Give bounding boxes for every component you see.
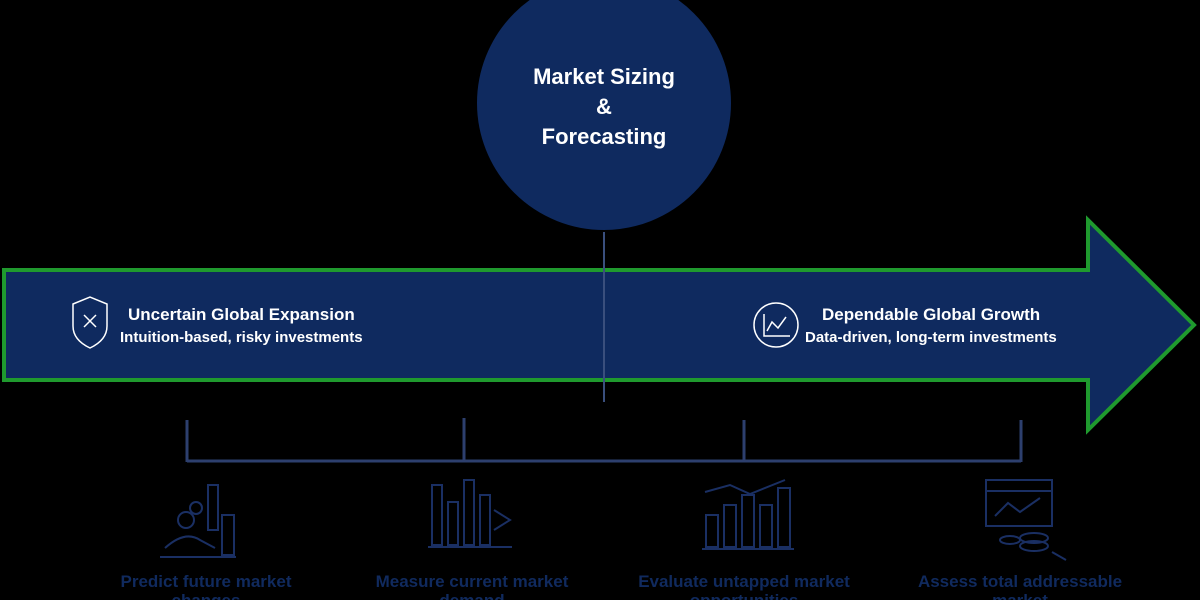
shield-x-icon: [72, 296, 108, 349]
timeline-arrow: [2, 215, 1197, 435]
right-stage-subtitle: Data-driven, long-term investments: [805, 329, 1057, 346]
hub-title-line2: &: [596, 94, 612, 119]
outcome-label-assess: Assess total addressable market: [917, 572, 1123, 600]
coins-dashboard-icon: [985, 479, 1067, 561]
outcome-label-evaluate: Evaluate untapped market opportunities: [638, 572, 850, 600]
hub-title-line3: Forecasting: [542, 124, 667, 149]
left-stage-title: Uncertain Global Expansion: [128, 305, 355, 324]
outcome-label-measure: Measure current market demand: [375, 572, 569, 600]
left-stage-subtitle: Intuition-based, risky investments: [120, 329, 363, 346]
bar-chart-icon: [428, 479, 512, 548]
right-stage-title: Dependable Global Growth: [822, 305, 1040, 324]
hub-title-line1: Market Sizing: [533, 64, 675, 89]
hand-coins-chart-icon: [160, 484, 236, 558]
outcome-label-predict: Predict future market changes: [120, 572, 292, 600]
hub-circle: [475, 0, 733, 232]
growth-bars-icon: [702, 479, 794, 550]
outcomes-bracket: [185, 418, 1023, 463]
line-chart-icon: [753, 302, 799, 348]
